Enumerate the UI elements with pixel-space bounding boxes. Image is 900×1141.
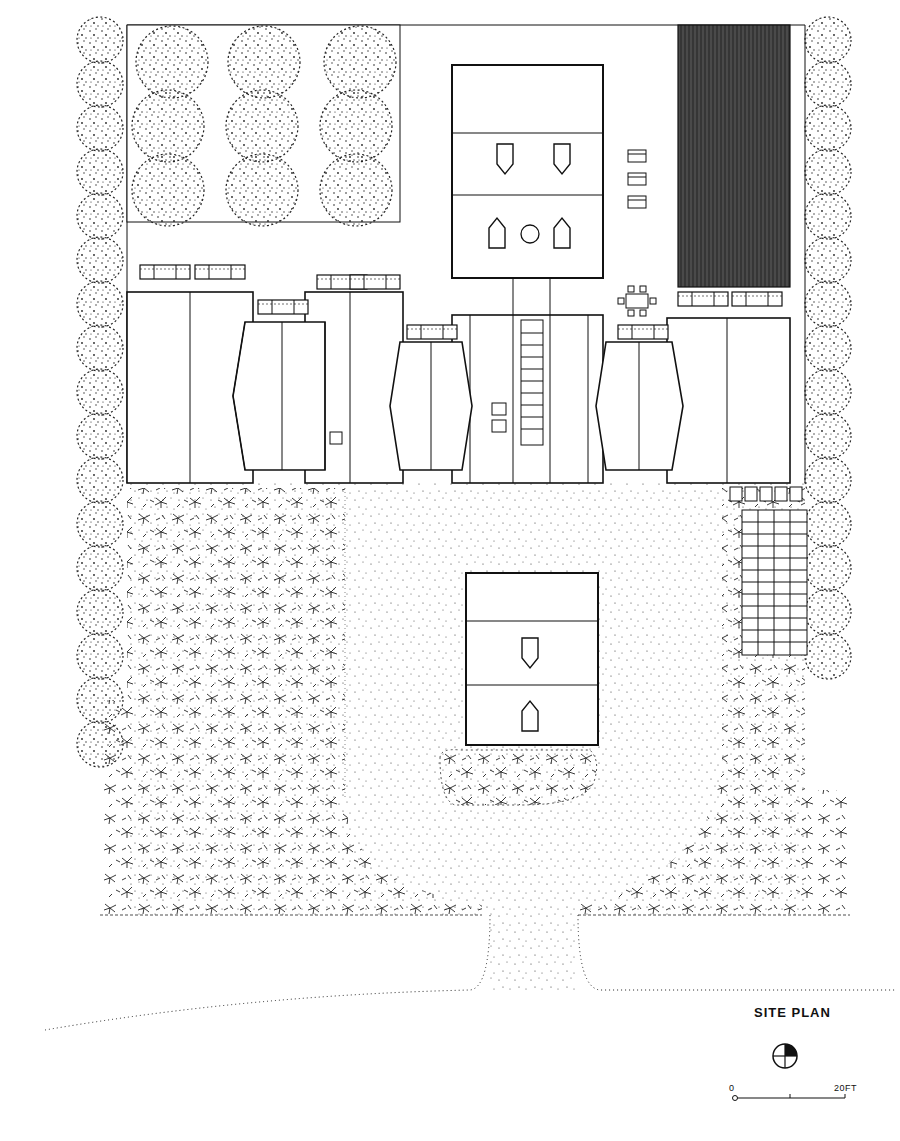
scale-label: 0 — [729, 1083, 735, 1093]
plan-title: SITE PLAN — [754, 1005, 831, 1020]
scale-label: 20FT — [834, 1083, 857, 1093]
